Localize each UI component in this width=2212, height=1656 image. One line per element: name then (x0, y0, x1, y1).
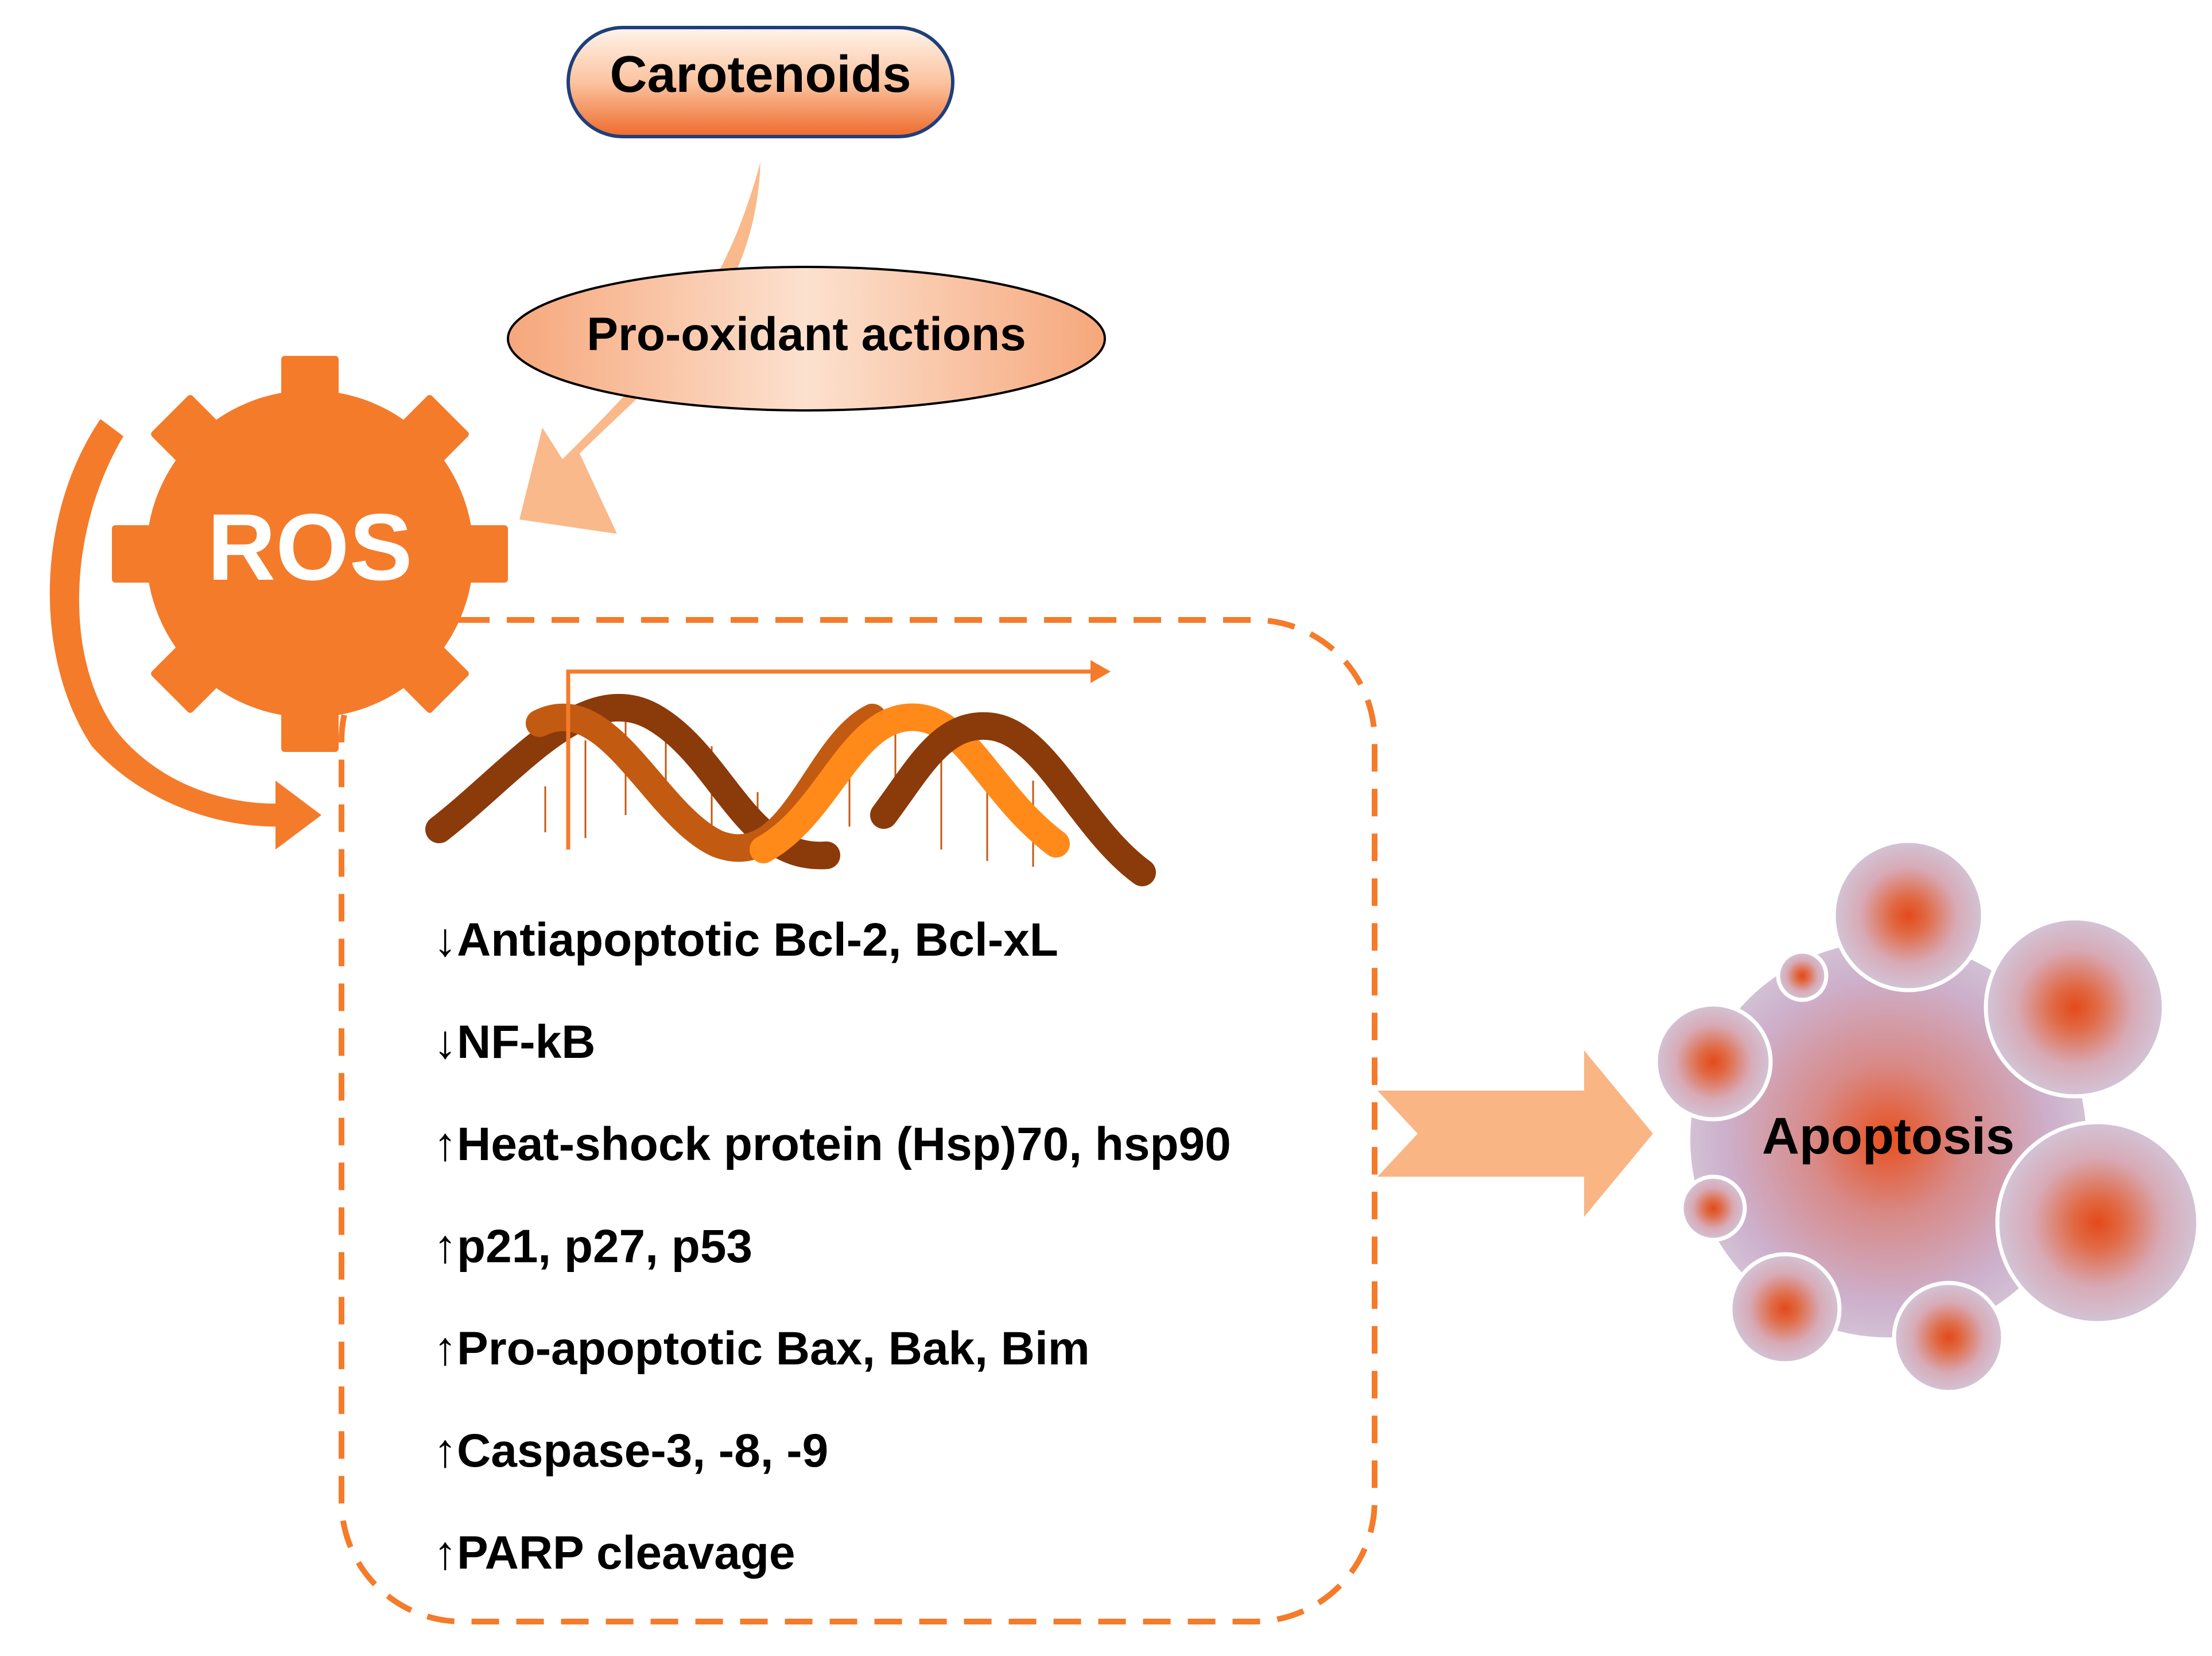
down-arrow-icon: ↓ (433, 914, 457, 966)
up-arrow-icon: ↑ (433, 1118, 457, 1170)
ros-label: ROS (207, 494, 413, 600)
effect-text: NF-kB (457, 1016, 595, 1068)
up-arrow-icon: ↑ (433, 1323, 457, 1375)
effects-list: ↓Antiapoptotic Bcl-2, Bcl-xL ↓NF-kB ↑Hea… (433, 914, 1231, 1579)
ros-cycle-arrow (49, 419, 322, 850)
effect-item: ↑PARP cleavage (433, 1527, 795, 1579)
up-arrow-icon: ↑ (433, 1527, 457, 1579)
up-arrow-icon: ↑ (433, 1220, 457, 1273)
effect-text: Heat-shock protein (Hsp)70, hsp90 (457, 1118, 1231, 1170)
carotenoids-node: Carotenoids (566, 26, 954, 138)
ros-gear-icon: ROS (112, 356, 508, 752)
effect-item: ↑Pro-apoptotic Bax, Bak, Bim (433, 1323, 1090, 1375)
effect-text: Pro-apoptotic Bax, Bak, Bim (457, 1323, 1090, 1375)
effect-item: ↓Antiapoptotic Bcl-2, Bcl-xL (433, 914, 1058, 966)
effect-item: ↑Heat-shock protein (Hsp)70, hsp90 (433, 1118, 1231, 1170)
dna-helix-icon (425, 660, 1156, 886)
effect-item: ↑p21, p27, p53 (433, 1220, 752, 1273)
down-arrow-icon: ↓ (433, 1016, 457, 1068)
effect-text: Caspase-3, -8, -9 (457, 1425, 828, 1477)
apoptosis-label: Apoptosis (1762, 1108, 2015, 1165)
apoptotic-cell-icon: Apoptosis (1654, 839, 2201, 1394)
to-apoptosis-arrow (1377, 1050, 1653, 1217)
effect-item: ↑Caspase-3, -8, -9 (433, 1425, 828, 1477)
effects-box (339, 617, 1377, 1624)
carotenoids-to-ros-arrow (519, 162, 760, 534)
pro-oxidant-node: Pro-oxidant actions (507, 266, 1106, 412)
up-arrow-icon: ↑ (433, 1425, 457, 1477)
effect-text: p21, p27, p53 (457, 1220, 752, 1273)
effect-text: Antiapoptotic Bcl-2, Bcl-xL (457, 914, 1058, 966)
effect-item: ↓NF-kB (433, 1016, 595, 1068)
effect-text: PARP cleavage (457, 1527, 795, 1579)
pro-oxidant-label: Pro-oxidant actions (587, 308, 1026, 360)
carotenoids-label: Carotenoids (610, 46, 911, 103)
